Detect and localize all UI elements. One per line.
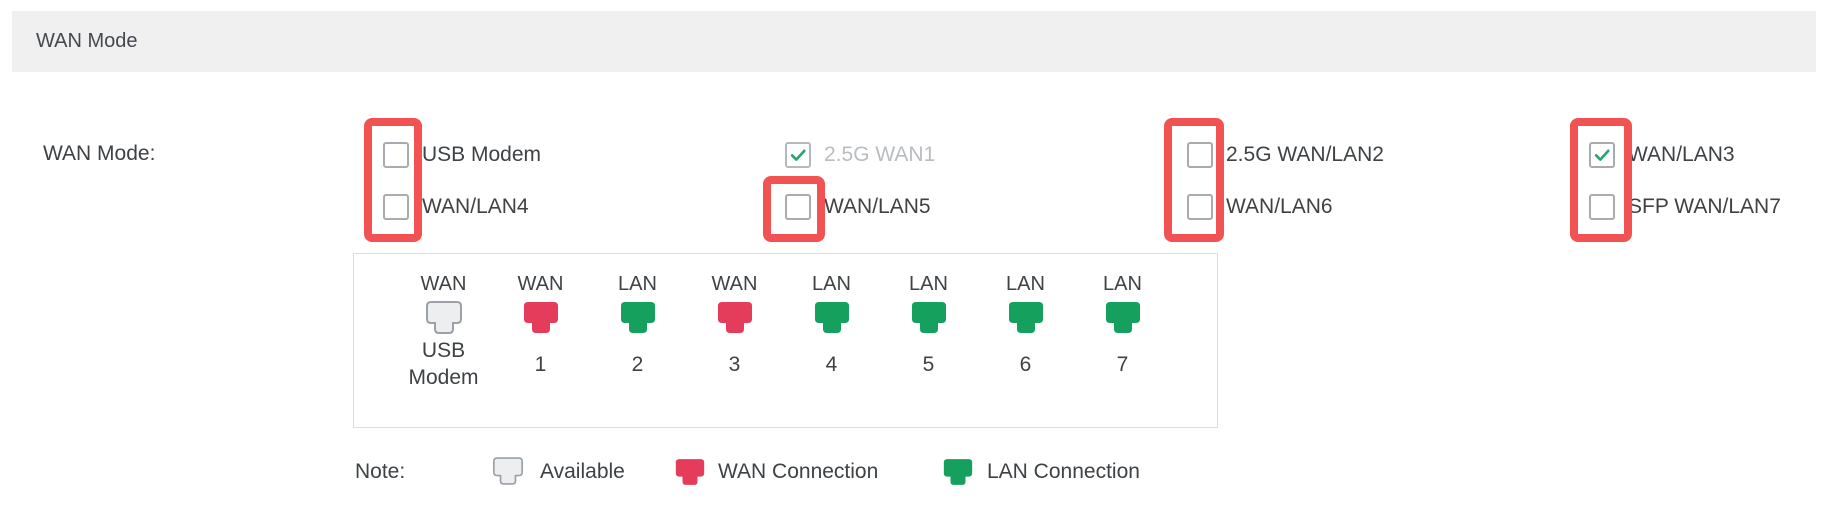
note-label: Note: — [355, 460, 406, 483]
wan-mode-option: WAN/LAN3 — [1589, 142, 1828, 168]
annotation-highlight — [1570, 118, 1632, 242]
port-name-label: 6 — [1019, 352, 1032, 376]
checkbox-label: SFP WAN/LAN7 — [1628, 195, 1781, 218]
wan-mode-option: WAN/LAN4 — [383, 194, 785, 220]
port-type-label: LAN — [618, 273, 657, 295]
available-port-icon — [493, 457, 523, 485]
port-type-label: WAN — [517, 273, 564, 295]
port-name-label: 7 — [1116, 352, 1129, 376]
checkbox-unchecked[interactable] — [785, 194, 811, 220]
port-type-label: LAN — [1103, 273, 1142, 295]
port-name-label: 3 — [728, 352, 741, 376]
port-name-label: 4 — [825, 352, 838, 376]
checkbox-label: 2.5G WAN1 — [824, 143, 936, 166]
lan-port-icon — [1105, 302, 1140, 333]
legend-item-label: Available — [540, 460, 625, 483]
port-icon-wrap — [686, 296, 783, 334]
lan-port-icon — [620, 302, 655, 333]
port-type-label: LAN — [1006, 273, 1045, 295]
port-name-label: USB Modem — [408, 339, 479, 389]
checkbox-label: WAN/LAN5 — [824, 195, 931, 218]
section-title: WAN Mode — [36, 30, 138, 52]
lan-port-icon — [1008, 302, 1043, 333]
wan-port-icon — [523, 302, 558, 333]
port-icon-wrap — [880, 296, 977, 334]
port-type-label: LAN — [909, 273, 948, 295]
port-column: WAN 1 — [492, 272, 589, 392]
checkbox-unchecked[interactable] — [1187, 194, 1213, 220]
wan-mode-option: 2.5G WAN/LAN2 — [1187, 142, 1589, 168]
checkbox-unchecked[interactable] — [383, 142, 409, 168]
checkbox-unchecked[interactable] — [383, 194, 409, 220]
port-column: LAN 2 — [589, 272, 686, 392]
port-icon-wrap — [783, 296, 880, 334]
port-icon-wrap — [1074, 296, 1171, 334]
legend-item-label: WAN Connection — [718, 460, 879, 483]
port-column: LAN 7 — [1074, 272, 1171, 392]
wan-port-icon — [675, 458, 705, 486]
lan-port-icon — [911, 302, 946, 333]
legend-item-label: LAN Connection — [987, 460, 1140, 483]
port-column: LAN 5 — [880, 272, 977, 392]
available-port-icon — [493, 457, 523, 485]
port-icon-wrap — [492, 296, 589, 334]
annotation-highlight — [364, 118, 422, 242]
port-name-label: 2 — [631, 352, 644, 376]
port-columns: WAN USB Modem WAN 1 LAN 2 WAN 3 LAN 4 LAN 5 LAN 6 LAN 7 — [354, 254, 1217, 392]
port-type-label: WAN — [711, 273, 758, 295]
annotation-highlight — [763, 176, 825, 242]
port-column: LAN 4 — [783, 272, 880, 392]
port-column: WAN USB Modem — [395, 272, 492, 392]
wan-mode-label: WAN Mode: — [43, 142, 156, 165]
lan-port-icon — [943, 459, 973, 485]
checkbox-label: WAN/LAN6 — [1226, 195, 1333, 218]
port-icon-wrap — [589, 296, 686, 334]
annotation-highlight — [1164, 118, 1224, 242]
port-diagram: WAN USB Modem WAN 1 LAN 2 WAN 3 LAN 4 LAN 5 LAN 6 LAN 7 — [353, 253, 1218, 428]
checkbox-unchecked[interactable] — [1187, 142, 1213, 168]
wan-mode-option: WAN/LAN5 — [785, 194, 1187, 220]
checkbox-checked[interactable] — [1589, 142, 1615, 168]
wan-mode-option: WAN/LAN6 — [1187, 194, 1589, 220]
port-icon-wrap — [395, 296, 492, 334]
wan-mode-option: SFP WAN/LAN7 — [1589, 194, 1828, 220]
port-type-label: LAN — [812, 273, 851, 295]
port-name-label: 1 — [534, 352, 547, 376]
checkbox-label: WAN/LAN4 — [422, 195, 529, 218]
wan-mode-option: USB Modem — [383, 142, 785, 168]
port-column: WAN 3 — [686, 272, 783, 392]
wan-port-icon — [675, 459, 705, 485]
port-name-label: 5 — [922, 352, 935, 376]
checkbox-checked — [785, 142, 811, 168]
lan-port-icon — [814, 302, 849, 333]
checkmark-icon — [790, 149, 806, 161]
checkbox-label: 2.5G WAN/LAN2 — [1226, 143, 1384, 166]
checkmark-icon — [1594, 149, 1610, 161]
wan-port-icon — [717, 302, 752, 333]
wan-mode-option: 2.5G WAN1 — [785, 142, 1187, 168]
lan-port-icon — [943, 458, 973, 486]
checkbox-label: WAN/LAN3 — [1628, 143, 1735, 166]
port-type-label: WAN — [420, 273, 467, 295]
available-port-icon — [425, 301, 462, 334]
port-column: LAN 6 — [977, 272, 1074, 392]
checkbox-label: USB Modem — [422, 143, 542, 166]
checkbox-unchecked[interactable] — [1589, 194, 1615, 220]
port-icon-wrap — [977, 296, 1074, 334]
section-header: WAN Mode — [12, 11, 1816, 72]
